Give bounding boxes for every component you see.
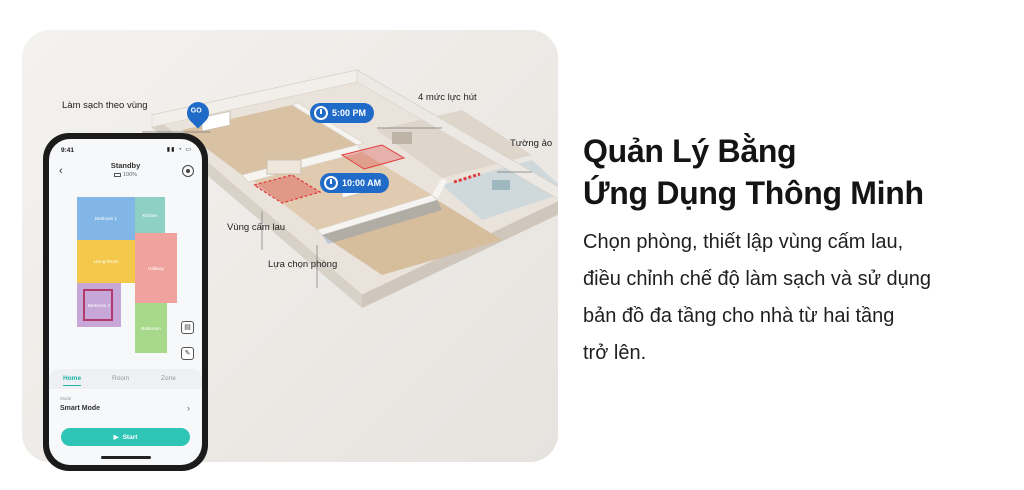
room-label: Bedroom 2 — [87, 302, 110, 308]
phone-mockup: 9:41 ▮▮ ◔ ▭ ‹ Standby 100% Bedroom 1 Kit… — [43, 133, 208, 471]
chevron-right-icon[interactable]: › — [187, 403, 190, 413]
description-line-3: bản đồ đa tầng cho nhà từ hai tầng — [583, 305, 895, 327]
annotation-suction-levels: 4 mức lực hút — [418, 92, 477, 103]
battery-level: 100% — [122, 172, 138, 178]
annotation-room-select: Lựa chọn phòng — [268, 259, 338, 270]
schedule-pill-2: 10:00 AM — [320, 173, 390, 193]
headline-line-1: Quản Lý Bằng — [583, 133, 797, 169]
clock-icon — [324, 176, 338, 190]
room-hallway[interactable]: Hallway — [135, 233, 177, 303]
home-indicator — [100, 456, 151, 459]
no-mop-zone — [252, 174, 322, 204]
tab-home[interactable]: Home — [63, 375, 82, 386]
schedule-time-1: 5:00 PM — [332, 108, 367, 118]
room-label: Bathroom — [141, 325, 161, 331]
annotation-virtual-wall: Tường ảo — [510, 138, 553, 149]
status-time: 9:41 — [61, 147, 75, 154]
room-label: Hallway — [148, 265, 164, 271]
no-mop-zone-marker — [83, 289, 113, 321]
room-label: Living Room — [93, 259, 119, 264]
phone-screen: 9:41 ▮▮ ◔ ▭ ‹ Standby 100% Bedroom 1 Kit… — [49, 139, 202, 465]
back-icon[interactable]: ‹ — [59, 165, 63, 177]
annotation-no-mop-zone: Vùng cấm lau — [227, 222, 286, 233]
description-line-2: điều chỉnh chế độ làm sạch và sử dụng — [583, 268, 932, 290]
edit-icon[interactable]: ✎ — [181, 347, 194, 360]
device-status-title: Standby — [110, 161, 141, 170]
room-map: Bedroom 1 Kitchen Living Room Hallway Be… — [77, 197, 177, 353]
description-line-4: trở lên. — [583, 342, 647, 364]
schedule-pill-1: 5:00 PM — [310, 103, 375, 123]
room-label: Bedroom 1 — [94, 216, 117, 221]
schedule-time-2: 10:00 AM — [342, 178, 382, 188]
play-icon: ▶ — [113, 434, 119, 441]
room-bedroom-1[interactable]: Bedroom 1 — [77, 197, 135, 240]
start-button[interactable]: ▶Start — [61, 428, 190, 446]
mode-label: Mode — [60, 396, 72, 401]
tab-zone[interactable]: Zone — [161, 375, 176, 382]
room-bathroom[interactable]: Bathroom — [135, 303, 167, 353]
description-line-1: Chọn phòng, thiết lập vùng cấm lau, — [583, 231, 904, 253]
gear-icon[interactable] — [182, 165, 194, 177]
clock-icon — [314, 106, 328, 120]
description: Chọn phòng, thiết lập vùng cấm lau, điều… — [583, 224, 1003, 372]
annotation-zone-cleaning: Làm sạch theo vùng — [62, 100, 148, 111]
room-kitchen[interactable]: Kitchen — [135, 197, 165, 233]
map-tool-icon[interactable]: ▤ — [181, 321, 194, 334]
virtual-wall — [453, 172, 481, 184]
go-pin-label: GO — [190, 107, 202, 115]
battery-icon — [113, 172, 121, 177]
headline: Quản Lý Bằng Ứng Dụng Thông Minh — [583, 130, 1003, 214]
room-living[interactable]: Living Room — [77, 240, 135, 283]
tab-bar: Home Room Zone — [49, 369, 202, 389]
status-icons: ▮▮ ◔ ▭ — [166, 147, 192, 153]
room-label: Kitchen — [142, 212, 158, 218]
mode-selector[interactable]: Smart Mode — [60, 405, 101, 412]
headline-line-2: Ứng Dụng Thông Minh — [583, 175, 924, 211]
battery-indicator: 100% — [49, 172, 202, 178]
start-label: Start — [122, 433, 138, 441]
tab-room[interactable]: Room — [112, 375, 130, 382]
